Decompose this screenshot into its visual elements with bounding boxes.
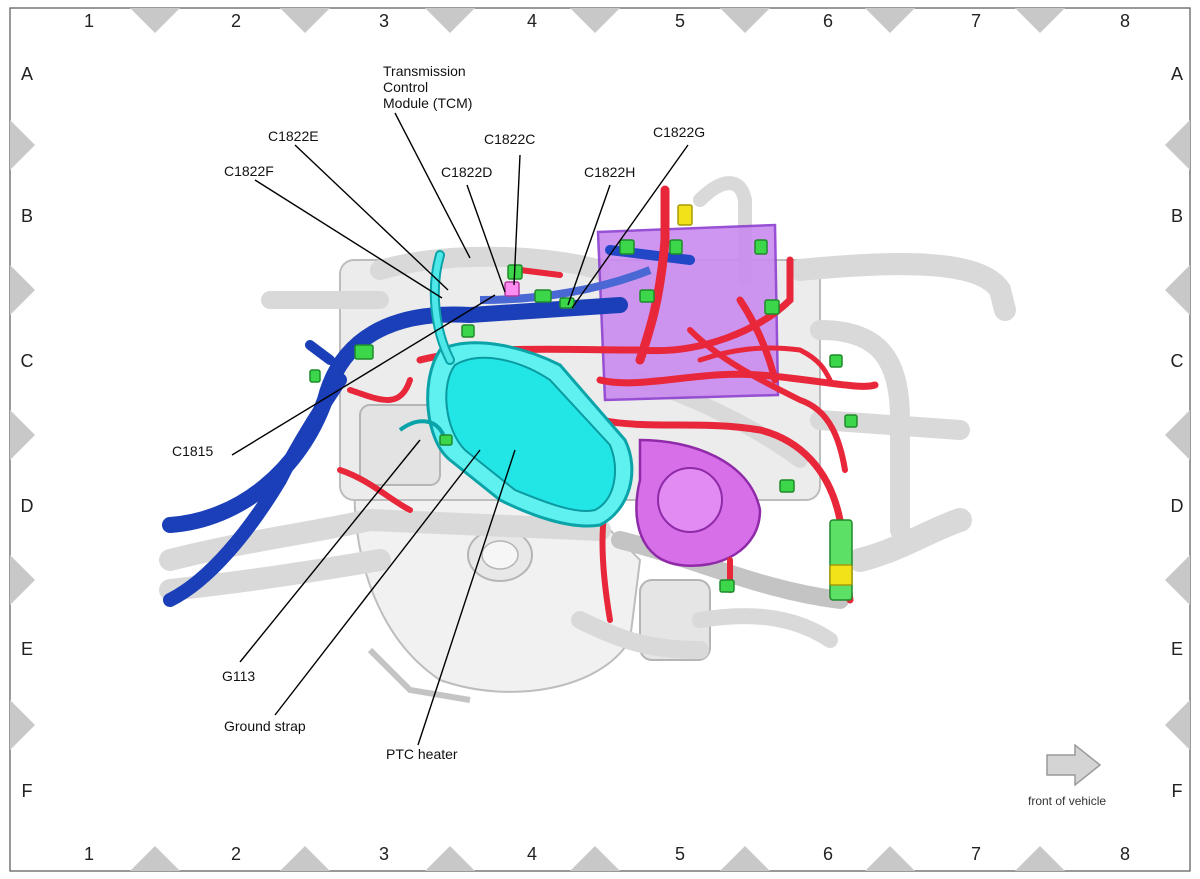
callout-c1815: C1815	[172, 443, 213, 459]
row-label: A	[21, 64, 33, 84]
row-label: F	[1172, 781, 1183, 801]
callout-c1822h: C1822H	[584, 164, 635, 180]
leader-c1822h	[567, 184, 611, 306]
row-label: A	[1171, 64, 1183, 84]
callout-c1822d: C1822D	[441, 164, 492, 180]
column-label: 7	[971, 844, 981, 864]
leader-g113	[239, 439, 421, 663]
callout-c1822f: C1822F	[224, 163, 274, 179]
column-label: 8	[1120, 844, 1130, 864]
callout-c1822c: C1822C	[484, 131, 535, 147]
row-labels-right: A B C D E F	[1171, 64, 1184, 801]
leader-c1815	[231, 294, 496, 456]
right-grid-markers	[1165, 120, 1190, 750]
column-label: 8	[1120, 11, 1130, 31]
column-label: 2	[231, 844, 241, 864]
column-label: 4	[527, 844, 537, 864]
callout-c1822g: C1822G	[653, 124, 705, 140]
leader-c1822c	[513, 154, 521, 286]
row-label: D	[21, 496, 34, 516]
column-label: 5	[675, 11, 685, 31]
leader-c1822f	[254, 179, 443, 299]
column-label: 3	[379, 11, 389, 31]
green-connectors	[309, 239, 858, 601]
row-label: B	[21, 206, 33, 226]
row-label: D	[1171, 496, 1184, 516]
column-label: 2	[231, 11, 241, 31]
front-of-vehicle-label: front of vehicle	[1028, 794, 1106, 808]
leader-tcm	[394, 112, 471, 259]
row-label: B	[1171, 206, 1183, 226]
leader-c1822g	[571, 144, 689, 309]
row-labels-left: A B C D E F	[21, 64, 34, 801]
leader-lines	[231, 112, 689, 746]
row-label: E	[21, 639, 33, 659]
leader-c1822e	[294, 144, 449, 291]
column-label: 1	[84, 11, 94, 31]
row-label: F	[22, 781, 33, 801]
callout-ground-strap: Ground strap	[224, 718, 306, 734]
callout-g113: G113	[222, 668, 255, 684]
engine-illustration	[159, 176, 1016, 703]
row-label: E	[1171, 639, 1183, 659]
yellow-connectors	[677, 204, 853, 586]
column-label: 6	[823, 11, 833, 31]
callouts: Transmission Control Module (TCM) C1822E…	[172, 63, 705, 762]
column-label: 1	[84, 844, 94, 864]
column-label: 7	[971, 11, 981, 31]
callout-tcm-line3: Module (TCM)	[383, 95, 472, 111]
callout-tcm-line1: Transmission	[383, 63, 466, 79]
column-label: 5	[675, 844, 685, 864]
ptc-heater-illustration	[398, 250, 634, 528]
left-grid-markers	[10, 120, 35, 750]
row-label: C	[21, 351, 34, 371]
orientation-indicator: front of vehicle	[1028, 743, 1106, 808]
callout-c1822e: C1822E	[268, 128, 319, 144]
leader-c1822d	[466, 184, 506, 293]
leader-ground-strap	[274, 449, 481, 716]
callout-ptc-heater: PTC heater	[386, 746, 458, 762]
top-grid-markers	[130, 8, 1065, 33]
column-label: 6	[823, 844, 833, 864]
column-label: 4	[527, 11, 537, 31]
column-labels-bottom: 1 2 3 4 5 6 7 8	[84, 844, 1130, 864]
column-label: 3	[379, 844, 389, 864]
row-label: C	[1171, 351, 1184, 371]
callout-tcm-line2: Control	[383, 79, 428, 95]
blue-harness	[162, 245, 695, 607]
column-labels-top: 1 2 3 4 5 6 7 8	[84, 11, 1130, 31]
bottom-grid-markers	[130, 846, 1065, 871]
pink-connector	[504, 281, 520, 297]
leader-ptc-heater	[417, 449, 516, 746]
arrow-right-icon	[1046, 743, 1102, 787]
